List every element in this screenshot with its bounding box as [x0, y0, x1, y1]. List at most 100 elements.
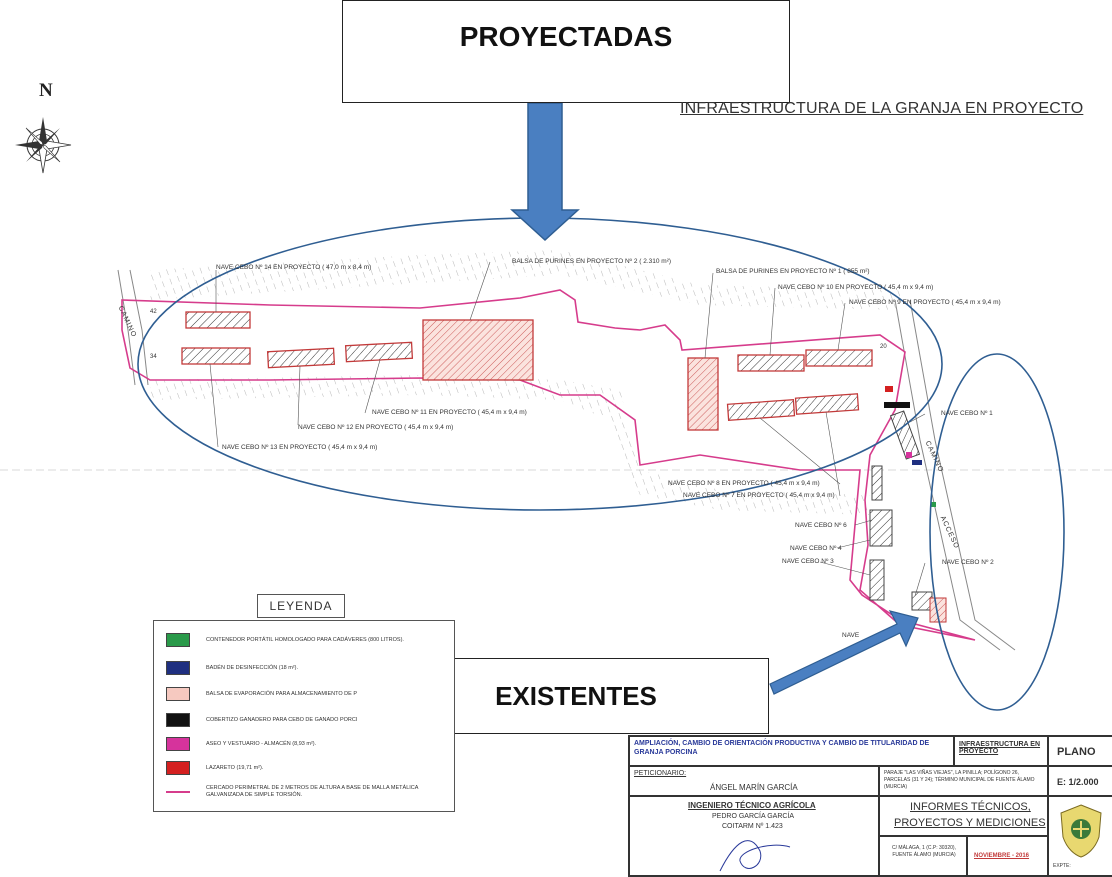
tb-planname-cell: INFRAESTRUCTURA EN PROYECTO — [954, 736, 1048, 766]
label-nave-13: NAVE CEBO Nº 13 EN PROYECTO ( 45,4 m x 9… — [222, 444, 378, 451]
callout-existentes-text: EXISTENTES — [495, 680, 657, 711]
camino-left-road — [117, 269, 136, 386]
legend-title: LEYENDA — [257, 594, 345, 618]
label-existing-6: NAVE CEBO Nº 6 — [795, 522, 847, 529]
legend-text: CONTENEDOR PORTÁTIL HOMOLOGADO PARA CADÁ… — [206, 636, 404, 643]
tb-engineer-cell: INGENIERO TÉCNICO AGRÍCOLA PEDRO GARCÍA … — [629, 796, 879, 876]
tb-engineer-title: INGENIERO TÉCNICO AGRÍCOLA — [688, 801, 816, 810]
lazareto — [885, 386, 893, 392]
tb-expte: EXPTE: — [1053, 863, 1071, 869]
tb-peticionario: ÁNGEL MARÍN GARCÍA — [710, 783, 798, 792]
nave-12-building — [266, 347, 336, 369]
tb-plan-name: INFRAESTRUCTURA EN PROYECTO — [959, 741, 1041, 755]
legend-item: BADÉN DE DESINFECCIÓN (18 m²). — [166, 661, 298, 675]
tb-address-cell: C/ MÁLAGA, 1 (C.P: 30320), FUENTE ÁLAMO … — [879, 836, 967, 876]
tb-engineer-id: COITARM Nº 1.423 — [722, 823, 783, 830]
nave-8-building — [726, 399, 796, 421]
dim-20: 20 — [880, 344, 887, 350]
slope-band-top — [150, 250, 900, 310]
legend-swatch-red — [166, 761, 190, 775]
legend-item: CONTENEDOR PORTÁTIL HOMOLOGADO PARA CADÁ… — [166, 633, 404, 647]
balsa-2-pond — [422, 319, 534, 381]
tb-peticionario-label: PETICIONARIO: — [634, 770, 687, 777]
baden-desinfeccion — [912, 460, 922, 465]
label-balsa-2: BALSA DE PURINES EN PROYECTO Nº 2 ( 2.31… — [512, 258, 672, 265]
legend-item: CERCADO PERIMETRAL DE 2 METROS DE ALTURA… — [166, 785, 426, 799]
north-label: N — [39, 80, 53, 101]
tb-emblem-cell: EXPTE: — [1048, 796, 1112, 876]
legend-item: COBERTIZO GANADERO PARA CEBO DE GANADO P… — [166, 713, 357, 727]
tb-engineer-name: PEDRO GARCÍA GARCÍA — [712, 813, 795, 820]
legend-text: BADÉN DE DESINFECCIÓN (18 m²). — [206, 664, 298, 671]
legend-swatch-black — [166, 713, 190, 727]
label-existing-5: NAVE — [842, 632, 860, 639]
label-existing-3: NAVE CEBO Nº 3 — [782, 558, 834, 565]
legend-box: CONTENEDOR PORTÁTIL HOMOLOGADO PARA CADÁ… — [153, 620, 455, 812]
legend-swatch-blue — [166, 661, 190, 675]
callout-proyectadas-text: PROYECTADAS — [459, 21, 673, 52]
aseo-vestuario — [906, 452, 912, 458]
tb-scale-cell: E: 1/2.000 — [1048, 766, 1112, 796]
camino-right-road-2 — [909, 299, 1016, 651]
existing-nave-2 — [911, 591, 933, 611]
label-nave-9: NAVE CEBO Nº 9 EN PROYECTO ( 45,4 m x 9,… — [849, 299, 1001, 306]
label-existing-1: NAVE CEBO Nº 1 — [941, 410, 993, 417]
nave-14-building — [185, 311, 251, 329]
label-nave-7: NAVE CEBO Nº 7 EN PROYECTO ( 45,4 m x 9,… — [683, 492, 835, 499]
tb-address: C/ MÁLAGA, 1 (C.P: 30320), FUENTE ÁLAMO … — [892, 845, 956, 858]
existing-balsa — [929, 597, 947, 623]
label-nave-8: NAVE CEBO Nº 8 EN PROYECTO ( 45,4 m x 9,… — [668, 480, 820, 487]
existing-nave-6 — [871, 465, 883, 501]
label-nave-10: NAVE CEBO Nº 10 EN PROYECTO ( 45,4 m x 9… — [778, 284, 934, 291]
tb-scale: E: 1/2.000 — [1057, 777, 1099, 787]
legend-fence-line — [166, 790, 190, 793]
nave-11-building — [344, 341, 414, 363]
compass-rose-icon — [15, 117, 72, 174]
title-block: AMPLIACIÓN, CAMBIO DE ORIENTACIÓN PRODUC… — [628, 735, 1112, 877]
perimeter-fence — [121, 289, 976, 641]
legend-text: COBERTIZO GANADERO PARA CEBO DE GANADO P… — [206, 716, 358, 723]
tb-office-2: PROYECTOS Y MEDICIONES — [894, 817, 1046, 829]
label-nave-12: NAVE CEBO Nº 12 EN PROYECTO ( 45,4 m x 9… — [298, 424, 454, 431]
legend-text: ASEO Y VESTUARIO - ALMACÉN (8,93 m²). — [206, 740, 317, 747]
nave-7-building — [794, 393, 860, 415]
legend-swatch-magenta — [166, 737, 190, 751]
callout-proyectadas: PROYECTADAS — [342, 0, 790, 103]
balsa-1-pond — [687, 357, 719, 431]
tb-project-cell: AMPLIACIÓN, CAMBIO DE ORIENTACIÓN PRODUC… — [629, 736, 954, 766]
contenedor-cadaveres — [931, 502, 936, 507]
dim-34: 34 — [150, 354, 157, 360]
nave-9-building — [805, 349, 873, 367]
slope-band-bottom — [150, 375, 870, 515]
existing-nave-1 — [889, 410, 921, 460]
tb-office-1: INFORMES TÉCNICOS, — [910, 801, 1031, 813]
legend-swatch-pink — [166, 687, 190, 701]
legend-text: CERCADO PERIMETRAL DE 2 METROS DE ALTURA… — [206, 785, 419, 798]
legend-text: LAZARETO (19,71 m²). — [206, 764, 264, 771]
nave-13-building — [181, 347, 251, 365]
label-nave-14: NAVE CEBO Nº 14 EN PROYECTO ( 47,0 m x 8… — [216, 264, 372, 271]
legend-text: BALSA DE EVAPORACIÓN PARA ALMACENAMIENTO… — [206, 690, 357, 697]
existing-zone-oval — [929, 353, 1065, 711]
legend-item: LAZARETO (19,71 m²). — [166, 761, 263, 775]
tb-project: AMPLIACIÓN, CAMBIO DE ORIENTACIÓN PRODUC… — [634, 740, 930, 756]
arrow-down — [510, 102, 580, 242]
existing-nave-3 — [869, 559, 885, 601]
tb-office-cell: INFORMES TÉCNICOS, PROYECTOS Y MEDICIONE… — [879, 796, 1048, 836]
label-balsa-1: BALSA DE PURINES EN PROYECTO Nº 1 ( 855 … — [716, 268, 870, 275]
nave-10-building — [737, 354, 805, 372]
cobertizo — [884, 402, 910, 408]
label-existing-2: NAVE CEBO Nº 2 — [942, 559, 994, 566]
tb-location-cell: PARAJE "LAS VIÑAS VIEJAS", LA PINILLA; P… — [879, 766, 1048, 796]
leader-lines — [209, 261, 926, 597]
camino-right-road — [894, 299, 1001, 651]
label-existing-4: NAVE CEBO Nº 4 — [790, 545, 842, 552]
tb-location: PARAJE "LAS VIÑAS VIEJAS", LA PINILLA; P… — [884, 770, 1035, 790]
coat-of-arms-icon — [1060, 804, 1102, 858]
legend-swatch-green — [166, 633, 190, 647]
arrow-diagonal — [769, 610, 919, 695]
legend-item: ASEO Y VESTUARIO - ALMACÉN (8,93 m²). — [166, 737, 316, 751]
tb-plano-cell: PLANO — [1048, 736, 1112, 766]
plan-title: INFRAESTRUCTURA DE LA GRANJA EN PROYECTO — [680, 100, 1084, 117]
